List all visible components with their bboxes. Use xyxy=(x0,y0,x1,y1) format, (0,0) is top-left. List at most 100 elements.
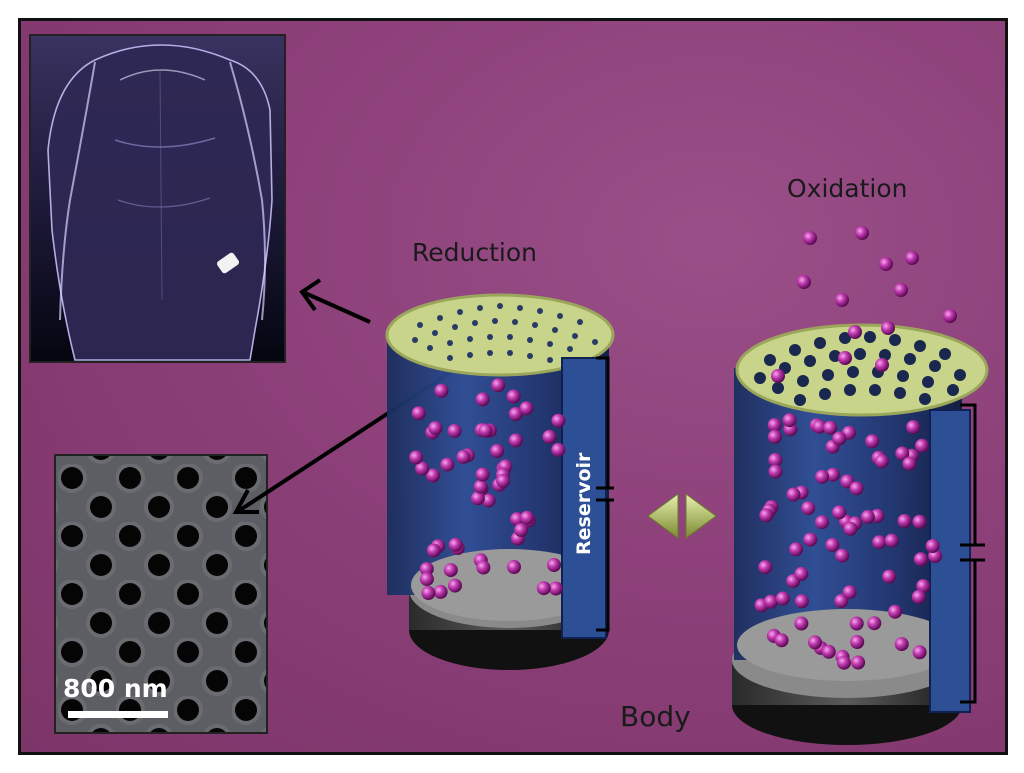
particle xyxy=(797,275,811,289)
particle xyxy=(865,434,880,449)
particle xyxy=(794,616,809,631)
particle xyxy=(774,633,789,648)
particle xyxy=(837,655,851,670)
body-label: Body xyxy=(620,700,691,733)
particle xyxy=(448,578,462,593)
particle xyxy=(415,461,430,476)
particle xyxy=(894,637,909,652)
particle xyxy=(925,539,940,553)
particle xyxy=(879,257,893,271)
particle xyxy=(812,419,827,434)
particle xyxy=(536,581,551,596)
particle xyxy=(905,251,919,265)
particle xyxy=(475,392,490,407)
particle xyxy=(542,429,557,444)
particle xyxy=(514,523,529,537)
particle xyxy=(447,423,462,438)
particle xyxy=(843,521,858,536)
scale-bar-label: 800 nm xyxy=(63,674,168,703)
particle xyxy=(551,442,566,457)
particle xyxy=(491,378,506,393)
double-arrow-icon xyxy=(647,493,717,539)
particle xyxy=(456,449,471,464)
particle xyxy=(902,456,917,471)
particle xyxy=(794,566,809,581)
particle xyxy=(888,604,903,619)
particle xyxy=(508,433,523,448)
particle xyxy=(894,283,908,297)
particle xyxy=(794,594,809,609)
particle xyxy=(835,548,850,563)
particle xyxy=(426,543,441,558)
particle xyxy=(815,515,829,530)
particle xyxy=(478,423,493,438)
particle xyxy=(835,293,849,307)
particle xyxy=(481,493,496,508)
particle xyxy=(855,226,869,240)
particle xyxy=(872,535,887,550)
particle xyxy=(875,358,889,372)
particle xyxy=(496,473,511,488)
particle xyxy=(551,413,566,428)
particle xyxy=(882,569,897,584)
particle xyxy=(520,510,535,525)
sem-nanopore-image xyxy=(54,454,268,734)
particle xyxy=(426,468,441,483)
particle xyxy=(473,479,488,494)
particle xyxy=(428,421,443,436)
particle xyxy=(419,562,434,576)
particle xyxy=(874,454,889,469)
particles-group xyxy=(409,226,957,670)
particle xyxy=(911,589,926,604)
particle xyxy=(849,481,864,496)
particle xyxy=(808,635,822,650)
particle xyxy=(915,438,929,453)
particle xyxy=(786,487,801,502)
particle xyxy=(825,467,840,482)
particle xyxy=(768,464,783,479)
particle xyxy=(912,645,927,660)
particle xyxy=(782,413,797,428)
particle xyxy=(881,321,895,335)
particle xyxy=(767,429,782,444)
particle xyxy=(803,532,818,547)
reservoir-label: Reservoir xyxy=(573,452,595,555)
particle xyxy=(916,579,931,594)
particle xyxy=(832,505,847,520)
oxidation-label: Oxidation xyxy=(787,174,908,203)
particle xyxy=(763,594,778,609)
particle xyxy=(943,309,957,323)
particle xyxy=(409,450,424,465)
particle xyxy=(440,457,455,472)
particle xyxy=(519,401,534,416)
particle xyxy=(801,501,816,516)
particle xyxy=(475,467,490,482)
particle xyxy=(848,325,862,339)
particle xyxy=(884,533,899,548)
particle xyxy=(768,453,783,467)
human-body-image xyxy=(29,34,286,363)
particle xyxy=(411,406,426,421)
particle xyxy=(849,616,864,631)
particle xyxy=(507,560,521,574)
particle xyxy=(490,444,505,458)
particle xyxy=(815,469,830,484)
particle xyxy=(832,431,847,446)
particle xyxy=(838,351,852,365)
particle xyxy=(419,572,434,587)
particle xyxy=(803,231,817,245)
particle xyxy=(548,581,563,596)
particle xyxy=(759,508,774,523)
particle xyxy=(476,560,491,575)
arrow-left-icon xyxy=(299,278,371,324)
particle xyxy=(825,537,840,552)
particle xyxy=(775,591,790,606)
particle xyxy=(443,563,458,578)
particle xyxy=(789,542,803,557)
particle xyxy=(823,420,838,435)
implant-device-icon xyxy=(216,252,240,274)
particle xyxy=(434,383,449,398)
particle xyxy=(906,420,921,435)
particle xyxy=(860,509,875,524)
